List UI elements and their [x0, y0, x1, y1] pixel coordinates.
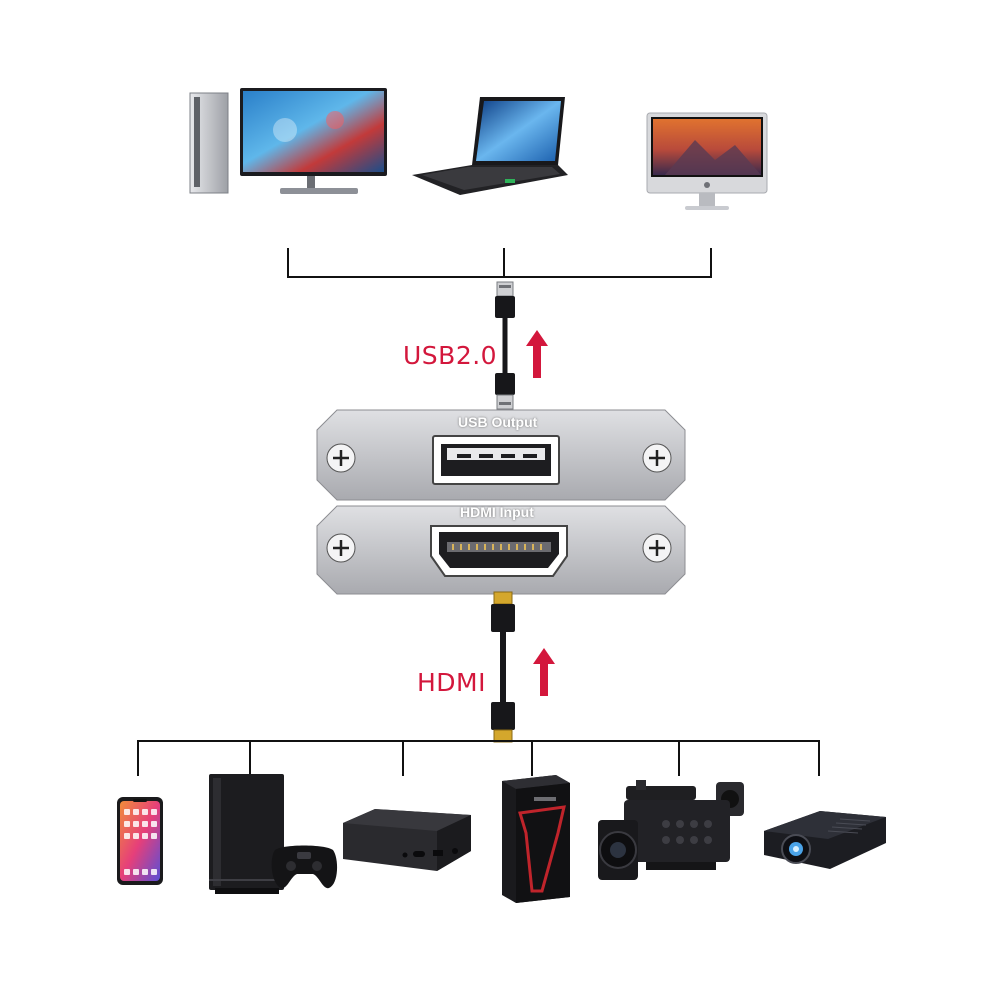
camcorder-icon	[596, 780, 756, 885]
hdmi-input-port-label: HDMI Input	[460, 504, 534, 520]
tv-box-icon	[337, 805, 477, 877]
game-console-icon	[205, 772, 340, 897]
laptop-icon	[410, 95, 570, 205]
screw-icon	[326, 443, 356, 473]
source-connection-lines	[0, 730, 1000, 780]
projector-icon	[760, 803, 890, 875]
desktop-pc-icon	[185, 85, 390, 200]
capture-device	[315, 408, 687, 596]
imac-icon	[645, 110, 770, 215]
smartphone-icon	[115, 795, 165, 887]
hdmi-connection-label: HDMI	[417, 668, 486, 697]
host-connection-lines	[0, 0, 1000, 300]
usb-connection-label: USB2.0	[403, 341, 498, 370]
usb-output-port-label: USB Output	[458, 414, 538, 430]
hdmi-up-arrow-icon	[533, 648, 555, 696]
gaming-pc-tower-icon	[496, 773, 576, 905]
hdmi-cable	[478, 590, 528, 745]
usb-cable	[480, 278, 530, 413]
usb-up-arrow-icon	[526, 330, 548, 378]
